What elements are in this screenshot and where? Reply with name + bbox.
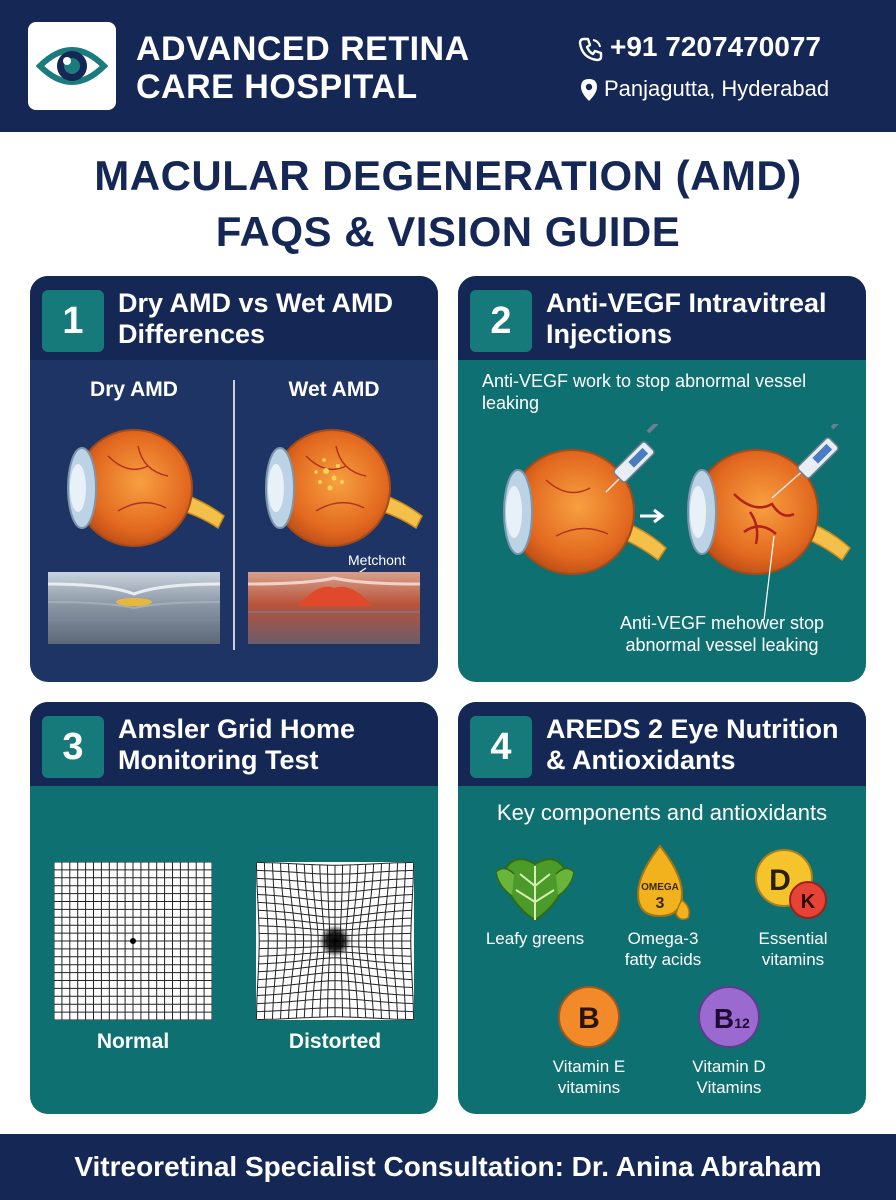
page-title: MACULAR DEGENERATION (AMD) FAQS & VISION… xyxy=(0,148,896,260)
normal-label: Normal xyxy=(96,1030,170,1053)
location: Panjagutta, Hyderabad xyxy=(580,74,829,104)
item-label-line1: Essential xyxy=(758,929,828,948)
dry-amd-retina-cross-section xyxy=(48,572,220,644)
section-title-line1: Dry AMD vs Wet AMD xyxy=(118,288,394,318)
map-pin-icon xyxy=(580,78,598,102)
item-essential-vitamins-label: Essential vitamins xyxy=(720,928,866,970)
dry-amd-eye-illustration xyxy=(67,429,225,547)
section-title: Dry AMD vs Wet AMD Differences xyxy=(118,288,428,350)
distorted-label: Distorted xyxy=(288,1030,382,1053)
item-omega-3-label: Omega-3 fatty acids xyxy=(590,928,736,970)
vitamin-b12-subscript: 12 xyxy=(734,1015,750,1031)
section-number: 2 xyxy=(470,290,532,352)
section-anti-vegf-injections: 2 Anti-VEGF Intravitreal Injections Anti… xyxy=(458,276,866,682)
vitamin-b-letter: B xyxy=(578,1002,600,1035)
omega-icon-number: 3 xyxy=(656,895,665,912)
section-header: 4 AREDS 2 Eye Nutrition & Antioxidants xyxy=(458,702,866,786)
injection-caption-top-line2: leaking xyxy=(482,393,540,413)
section-title-line2: Differences xyxy=(118,319,266,349)
section-number: 3 xyxy=(42,716,104,778)
page-title-line2: FAQS & VISION GUIDE xyxy=(215,208,681,255)
caption-pointer xyxy=(763,535,775,621)
injection-caption-bottom: Anti-VEGF mehower stop abnormal vessel l… xyxy=(582,612,862,656)
section-title-line2: & Antioxidants xyxy=(546,745,736,775)
header-bar: ADVANCED RETINA CARE HOSPITAL +91 720747… xyxy=(0,0,896,132)
vitamin-b12-letter: B xyxy=(714,1003,734,1034)
dry-amd-label: Dry AMD xyxy=(90,378,178,401)
hospital-name: ADVANCED RETINA CARE HOSPITAL xyxy=(136,30,556,106)
callout-label: Metchont xyxy=(348,552,406,568)
section-title: Amsler Grid Home Monitoring Test xyxy=(118,714,428,776)
section-title-line1: AREDS 2 Eye Nutrition xyxy=(546,714,839,744)
section-header: 3 Amsler Grid Home Monitoring Test xyxy=(30,702,438,786)
injection-caption-top-line1: Anti-VEGF work to stop abnormal vessel xyxy=(482,371,807,391)
section-title: Anti-VEGF Intravitreal Injections xyxy=(546,288,856,350)
item-label-line1: Leafy greens xyxy=(485,929,585,948)
divider-line xyxy=(233,380,235,650)
item-leafy-greens-label: Leafy greens xyxy=(462,928,608,949)
injection-caption-top: Anti-VEGF work to stop abnormal vessel l… xyxy=(482,370,862,414)
item-label-line2: vitamins xyxy=(557,1078,621,1097)
item-label-line2: Vitamins xyxy=(696,1078,762,1097)
section-header: 1 Dry AMD vs Wet AMD Differences xyxy=(30,276,438,360)
hospital-name-line2: CARE HOSPITAL xyxy=(136,68,418,106)
vitamin-d-letter: D xyxy=(769,864,791,897)
item-label-line1: Omega-3 xyxy=(627,929,699,948)
omega-icon-text: OMEGA xyxy=(641,882,679,893)
phone-text: +91 7207470077 xyxy=(610,31,821,62)
section-number: 4 xyxy=(470,716,532,778)
hospital-logo xyxy=(28,22,116,110)
injection-caption-bottom-line1: Anti-VEGF mehower stop xyxy=(619,613,825,633)
amsler-grid-normal xyxy=(54,862,212,1020)
section-title-line2: Monitoring Test xyxy=(118,745,319,775)
section-number: 1 xyxy=(42,290,104,352)
footer-bar: Vitreoretinal Specialist Consultation: D… xyxy=(0,1134,896,1200)
section-amsler-grid: 3 Amsler Grid Home Monitoring Test Norma… xyxy=(30,702,438,1114)
section-dry-vs-wet-amd: 1 Dry AMD vs Wet AMD Differences Dry AMD… xyxy=(30,276,438,682)
vitamin-k-letter: K xyxy=(801,891,816,913)
location-text: Panjagutta, Hyderabad xyxy=(604,76,830,101)
eye-icon xyxy=(35,47,109,85)
section-title: AREDS 2 Eye Nutrition & Antioxidants xyxy=(546,714,856,776)
amsler-grid-distorted xyxy=(256,862,414,1020)
wet-amd-retina-cross-section xyxy=(248,572,420,644)
vitamin-b12-icon: B 12 xyxy=(698,986,760,1048)
nutrition-subtitle: Key components and antioxidants xyxy=(496,800,828,825)
item-vitamin-e-label: Vitamin E vitamins xyxy=(516,1056,662,1098)
section-title-line2: Injections xyxy=(546,319,673,349)
phone-number[interactable]: +91 7207470077 xyxy=(578,30,821,64)
vitamin-dk-icon: D K xyxy=(755,849,827,919)
injection-eye-before xyxy=(503,424,667,575)
consultation-text: Vitreoretinal Specialist Consultation: D… xyxy=(74,1151,822,1182)
omega-3-drop-icon: OMEGA 3 xyxy=(636,844,690,921)
page-title-line1: MACULAR DEGENERATION (AMD) xyxy=(94,152,802,199)
item-label-line2: fatty acids xyxy=(624,950,702,969)
item-label-line1: Vitamin E xyxy=(552,1057,626,1076)
phone-icon xyxy=(578,36,604,62)
section-areds2-nutrition: 4 AREDS 2 Eye Nutrition & Antioxidants K… xyxy=(458,702,866,1114)
vitamin-b-icon: B xyxy=(558,986,620,1048)
injection-eye-after xyxy=(687,424,851,575)
item-label-line2: vitamins xyxy=(761,950,825,969)
wet-amd-eye-illustration xyxy=(265,429,423,547)
section-title-line1: Anti-VEGF Intravitreal xyxy=(546,288,827,318)
injection-caption-bottom-line2: abnormal vessel leaking xyxy=(625,635,819,655)
section-header: 2 Anti-VEGF Intravitreal Injections xyxy=(458,276,866,360)
section-title-line1: Amsler Grid Home xyxy=(118,714,356,744)
item-vitamin-d-label: Vitamin D Vitamins xyxy=(656,1056,802,1098)
leafy-greens-icon xyxy=(495,858,575,922)
item-label-line1: Vitamin D xyxy=(692,1057,766,1076)
arrow-right-icon xyxy=(640,508,665,524)
wet-amd-label: Wet AMD xyxy=(288,378,380,401)
hospital-name-line1: ADVANCED RETINA xyxy=(136,30,470,68)
